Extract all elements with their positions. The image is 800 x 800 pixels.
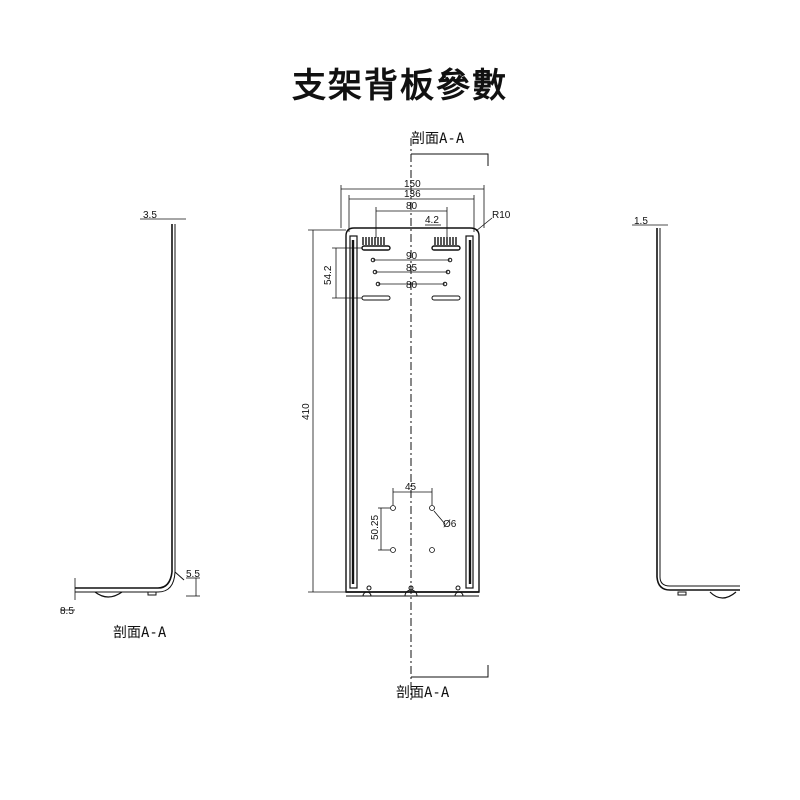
section-label-top: 剖面A-A xyxy=(411,131,465,147)
dim-54-2: 54.2 xyxy=(323,265,334,285)
dim-150: 150 xyxy=(404,179,421,190)
page-title: 支架背板參數 xyxy=(292,66,508,106)
dim-r10: R10 xyxy=(492,210,511,221)
section-label-bottom: 剖面A-A xyxy=(396,685,450,701)
dim-80-mid: 80 xyxy=(406,280,418,291)
right-side-profile xyxy=(632,224,740,599)
dim-410: 410 xyxy=(301,403,312,420)
backplate-outline xyxy=(345,227,480,597)
top-dimensions xyxy=(308,185,493,593)
dim-90: 90 xyxy=(406,251,418,262)
dim-80-top: 80 xyxy=(406,201,418,212)
section-marker-top xyxy=(411,153,489,166)
dim-136: 136 xyxy=(404,189,421,200)
vent-slots-left xyxy=(361,237,391,251)
dim-left-8-5: 8.5 xyxy=(60,606,74,617)
section-marker-bottom xyxy=(411,665,489,678)
section-label-left: 剖面A-A xyxy=(113,625,167,641)
dim-4-2: 4.2 xyxy=(425,215,439,226)
labels: 剖面A-A 剖面A-A 剖面A-A 150 136 80 4.2 R10 90 … xyxy=(60,131,648,701)
dim-50-25: 50.25 xyxy=(370,515,381,540)
vent-slots-right xyxy=(431,237,461,251)
dim-left-5-5: 5.5 xyxy=(186,569,200,580)
bottom-hole-pattern xyxy=(378,488,446,553)
dim-45: 45 xyxy=(405,482,417,493)
dim-6: Ø6 xyxy=(443,519,457,530)
left-side-profile xyxy=(60,218,200,611)
dim-right-1-5: 1.5 xyxy=(634,216,648,227)
dim-85: 85 xyxy=(406,263,418,274)
dim-left-3-5: 3.5 xyxy=(143,210,157,221)
